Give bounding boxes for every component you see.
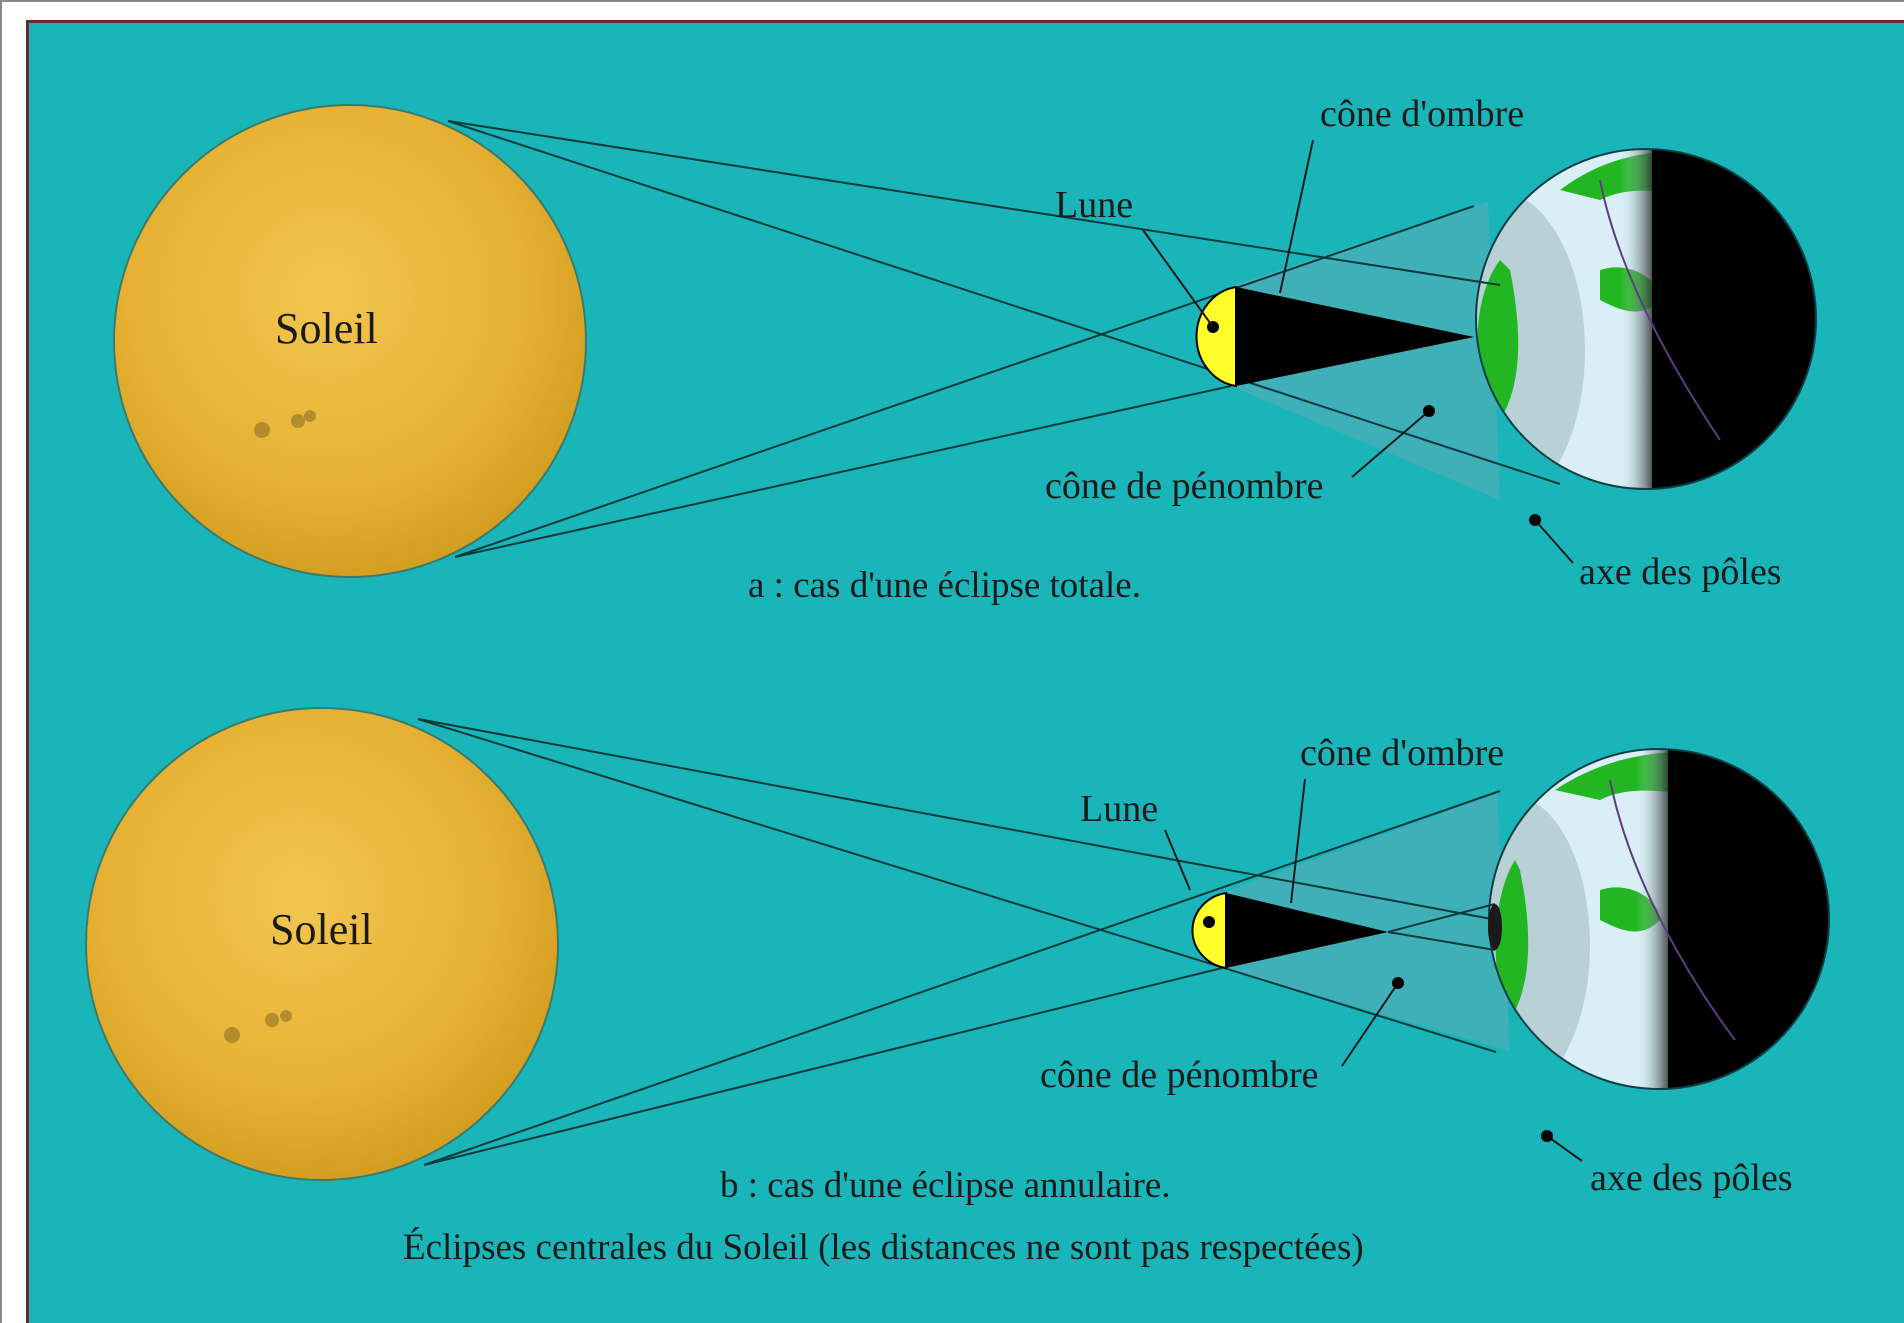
sun-a — [113, 104, 587, 578]
penumbra-region-b — [1222, 793, 1510, 1051]
umbra-label-a: cône d'ombre — [1320, 93, 1524, 135]
sunspots-b — [224, 1010, 292, 1043]
rays-a — [447, 120, 1561, 558]
panel-b: Soleil Lune cône d'ombre cône de pénombr… — [85, 707, 1830, 1206]
leaders-b — [1164, 778, 1583, 1162]
rays-b — [417, 718, 1501, 1166]
sun-label-a: Soleil — [275, 304, 378, 353]
penumbra-label-a: cône de pénombre — [1045, 465, 1324, 507]
sunspots-a — [254, 410, 316, 438]
earth-a — [1476, 149, 1816, 489]
umbra-cone-a — [1236, 287, 1474, 386]
sun-b — [85, 707, 559, 1181]
sun-label-b: Soleil — [270, 905, 373, 954]
caption-a: a : cas d'une éclipse totale. — [748, 565, 1141, 606]
leaders-a — [1142, 139, 1574, 564]
penumbra-label-b: cône de pénombre — [1040, 1054, 1319, 1096]
umbra-label-b: cône d'ombre — [1300, 732, 1504, 774]
axis-line-a — [1599, 179, 1721, 441]
axis-line-b — [1609, 779, 1736, 1041]
antumbra-b — [1387, 903, 1496, 951]
moon-b — [1191, 891, 1240, 970]
umbra-cone-b — [1226, 893, 1388, 968]
moon-a — [1195, 285, 1255, 388]
antumbra-spot-b — [1488, 904, 1502, 950]
figure-caption: Éclipses centrales du Soleil (les distan… — [403, 1226, 1364, 1268]
axis-label-a: axe des pôles — [1579, 551, 1782, 593]
moon-label-a: Lune — [1055, 184, 1133, 226]
moon-label-b: Lune — [1080, 788, 1158, 830]
axis-label-b: axe des pôles — [1590, 1157, 1793, 1199]
panel-a: Soleil Lune cône d'ombre cône de pénombr… — [113, 93, 1817, 606]
caption-b: b : cas d'une éclipse annulaire. — [720, 1165, 1171, 1206]
